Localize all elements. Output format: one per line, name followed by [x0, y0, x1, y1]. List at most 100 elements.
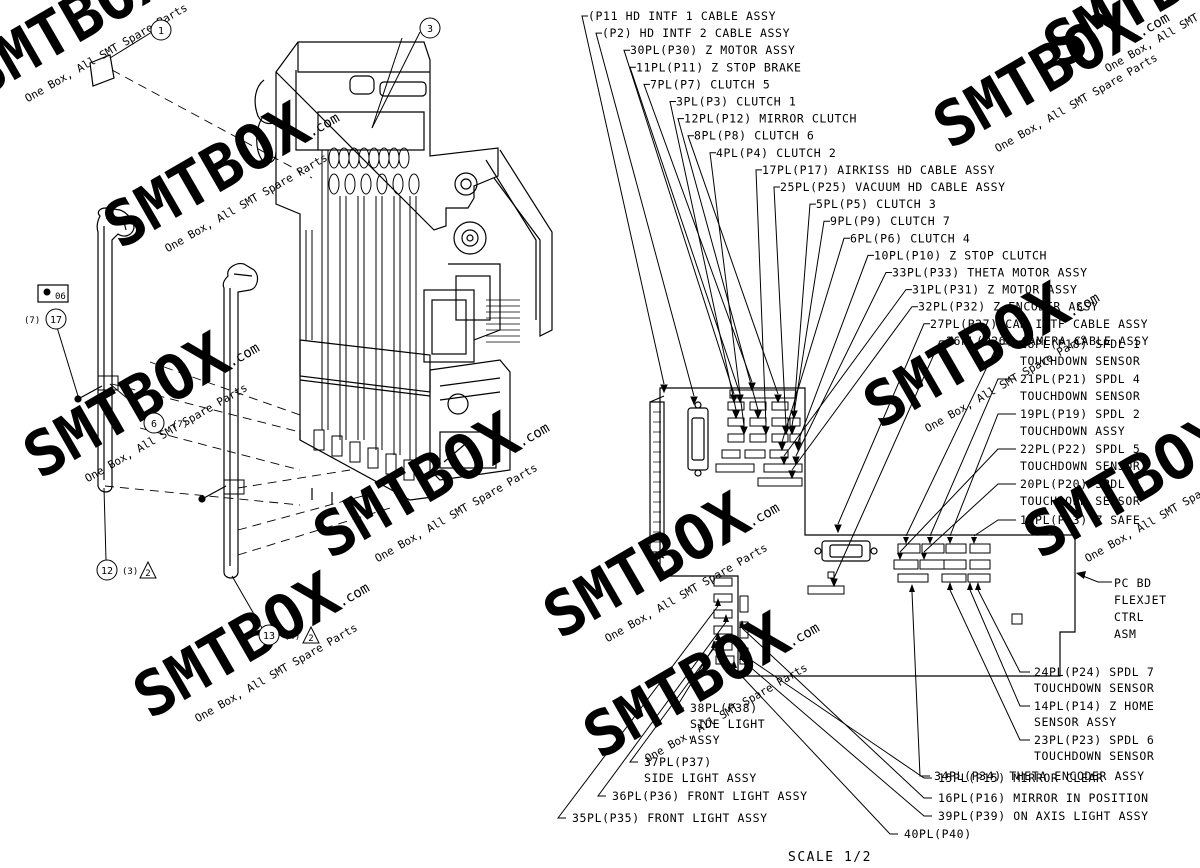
header-connectors [713, 389, 1023, 665]
pc-board [649, 387, 1076, 677]
balloon-12-qty: (3) [122, 567, 138, 577]
bottom-leader [556, 605, 719, 819]
bottom-arrow [723, 614, 729, 622]
connector-label: 17PL(P17) AIRKISS HD CABLE ASSY [762, 163, 995, 177]
watermark-suffix: .com [515, 420, 552, 451]
connector-label: 26PL(P26) CAMERA CABLE ASSY [946, 334, 1149, 348]
bottom-label-line: 35PL(P35) FRONT LIGHT ASSY [572, 811, 768, 825]
connector-arrow [690, 396, 698, 406]
bottom-arrow [731, 660, 737, 668]
bottom-label-line: ASSY [690, 733, 720, 747]
connector-leader [623, 49, 735, 395]
balloon-3 [419, 17, 441, 39]
sensor-label-line: TOUCHDOWN SENSOR [1020, 494, 1140, 508]
connector-label: 7PL(P7) CLUTCH 5 [650, 77, 770, 91]
connector-arrow [788, 426, 796, 436]
connector-leader [783, 289, 912, 457]
board-label-line-1: PC BD [1114, 576, 1152, 590]
connector-leader [791, 220, 830, 427]
leader-lines [581, 15, 946, 588]
rail-part-12 [96, 207, 135, 493]
connector-label: 11PL(P11) Z STOP BRAKE [636, 60, 802, 74]
connector-label: (P2) HD INTF 2 CABLE ASSY [602, 26, 790, 40]
bottom-leader [747, 657, 932, 779]
lower-right-label-line: TOUCHDOWN SENSOR [1034, 681, 1154, 695]
bottom-arrow [745, 650, 751, 658]
lower-right-leader [977, 589, 1030, 673]
sensor-arrow [903, 537, 909, 544]
connector-arrow [778, 442, 786, 452]
connector-arrow [754, 410, 762, 420]
board-outline [659, 387, 1076, 677]
connector-leader [791, 306, 918, 471]
connector-leader [773, 186, 787, 427]
lower-right-leader [949, 589, 1030, 741]
lower-right-arrow [975, 582, 981, 590]
connector-leader [837, 323, 930, 525]
sensor-label-line: 13PL(P13) Z SAFE [1020, 513, 1140, 527]
lower-right-label-line: 23PL(P23) SPDL 6 [1034, 733, 1154, 747]
balloon-6 [143, 412, 165, 434]
bottom-leader [597, 621, 727, 797]
lower-right-label-line: 34PL(P34) THETA ENCODER ASSY [934, 769, 1145, 783]
bottom-leader [741, 627, 932, 799]
connector-leader [629, 66, 741, 395]
scale-note: SCALE 1/2 [788, 850, 872, 865]
bottom-arrow [739, 620, 745, 628]
connector-arrow [762, 426, 770, 436]
connector-label: 3PL(P3) CLUTCH 1 [676, 95, 796, 109]
connector-leader [581, 15, 665, 385]
watermark-suffix: .com [335, 580, 372, 611]
lower-right-label-line: 24PL(P24) SPDL 7 [1034, 665, 1154, 679]
balloon-17-num: 17 [50, 315, 62, 326]
connector-arrow [788, 470, 796, 480]
balloon-13-num: 13 [263, 631, 275, 642]
connector-label: 30PL(P30) Z MOTOR ASSY [630, 43, 796, 57]
connector-label: 25PL(P25) VACUUM HD CABLE ASSY [780, 180, 1006, 194]
sensor-label-line: TOUCHDOWN SENSOR [1020, 389, 1140, 403]
lower-right-label-line: TOUCHDOWN SENSOR [1034, 749, 1154, 763]
sensor-leader [949, 413, 1016, 537]
connector-arrow [774, 394, 782, 404]
head-chassis [254, 41, 553, 504]
connector-label: 27PL(P27) CAM INTF CABLE ASSY [930, 317, 1148, 331]
sensor-leader [973, 519, 1016, 537]
connector-leader [643, 83, 753, 383]
balloon-13-qty: (4) [284, 632, 300, 642]
lower-right-leader [911, 591, 930, 777]
bottom-label-line: 16PL(P16) MIRROR IN POSITION [938, 791, 1149, 805]
lower-right-arrow [967, 582, 973, 590]
connector-arrow [780, 456, 788, 466]
balloon-1-num: 1 [158, 26, 164, 37]
connector-label: 12PL(P12) MIRROR CLUTCH [684, 112, 857, 126]
balloon-6-num: 6 [151, 419, 157, 430]
sensor-label-line: 20PL(P20) SPDL 3 [1020, 477, 1140, 491]
balloon-6-qty: (7) [172, 420, 188, 430]
lower-right-label-line: 14PL(P14) Z HOME [1034, 699, 1154, 713]
bottom-label-line: 39PL(P39) ON AXIS LIGHT ASSY [938, 809, 1149, 823]
bottom-arrow [715, 632, 721, 640]
balloon-12-note: 2 [145, 569, 150, 579]
label-sticker [89, 54, 115, 87]
bottom-label-line: 37PL(P37) [644, 755, 712, 769]
sensor-leader [923, 483, 1016, 553]
connector-leader [781, 237, 850, 443]
bottom-label-line: 38PL(P38) [690, 701, 758, 715]
dsub-connector-1 [687, 401, 709, 477]
board-label-line-3: CTRL [1114, 610, 1144, 624]
connector-arrow [794, 442, 802, 452]
connector-leader [797, 254, 874, 443]
connector-leader [669, 101, 737, 411]
exploded-assembly-view [74, 41, 553, 579]
connector-label: (P11 HD INTF 1 CABLE ASSY [588, 9, 776, 23]
bottom-label-line: SIDE LIGHT [690, 717, 765, 731]
balloon-13 [258, 624, 280, 646]
connector-label: 4PL(P4) CLUTCH 2 [716, 146, 836, 160]
connector-label: 5PL(P5) CLUTCH 3 [816, 197, 936, 211]
connector-leader [755, 169, 767, 427]
bottom-label-line: 15PL(P15) MIRROR CLEAR [938, 771, 1104, 785]
